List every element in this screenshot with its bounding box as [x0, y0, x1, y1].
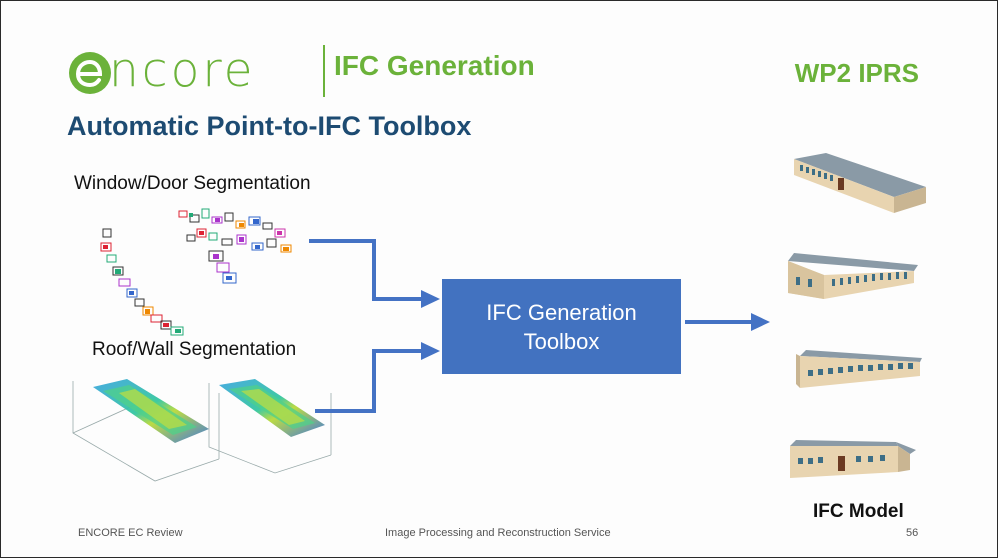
work-package-title: WP2 IPRS: [794, 58, 919, 88]
encore-logo: ncore: [67, 43, 287, 98]
ifc-model-building-4: [790, 440, 916, 478]
logo-text: ncore: [109, 43, 256, 98]
page-number: 56: [906, 527, 919, 539]
window-door-segmentation-image: [100, 208, 292, 336]
logo-e-icon: [69, 52, 111, 94]
ifc-generation-toolbox: IFC Generation Toolbox: [442, 279, 681, 374]
window-door-label: Window/Door Segmentation: [74, 173, 311, 194]
arrow-window-door-to-toolbox: [309, 239, 423, 301]
arrow-roof-wall-to-toolbox: [315, 349, 423, 413]
ifc-model-label: IFC Model: [813, 501, 904, 522]
header-divider: [323, 45, 325, 97]
ifc-model-building-3: [796, 350, 922, 388]
footer-center: Image Processing and Reconstruction Serv…: [385, 527, 611, 539]
toolbox-line-1: IFC Generation: [486, 299, 637, 325]
footer-left: ENCORE EC Review: [78, 527, 183, 539]
page-title: Automatic Point-to-IFC Toolbox: [67, 111, 472, 141]
roof-wall-segmentation-image: [72, 379, 332, 482]
ifc-model-building-1: [794, 153, 926, 213]
section-title: IFC Generation: [334, 50, 535, 81]
toolbox-line-2: Toolbox: [523, 328, 600, 354]
roof-wall-label: Roof/Wall Segmentation: [92, 339, 297, 360]
ifc-model-building-2: [788, 253, 918, 299]
